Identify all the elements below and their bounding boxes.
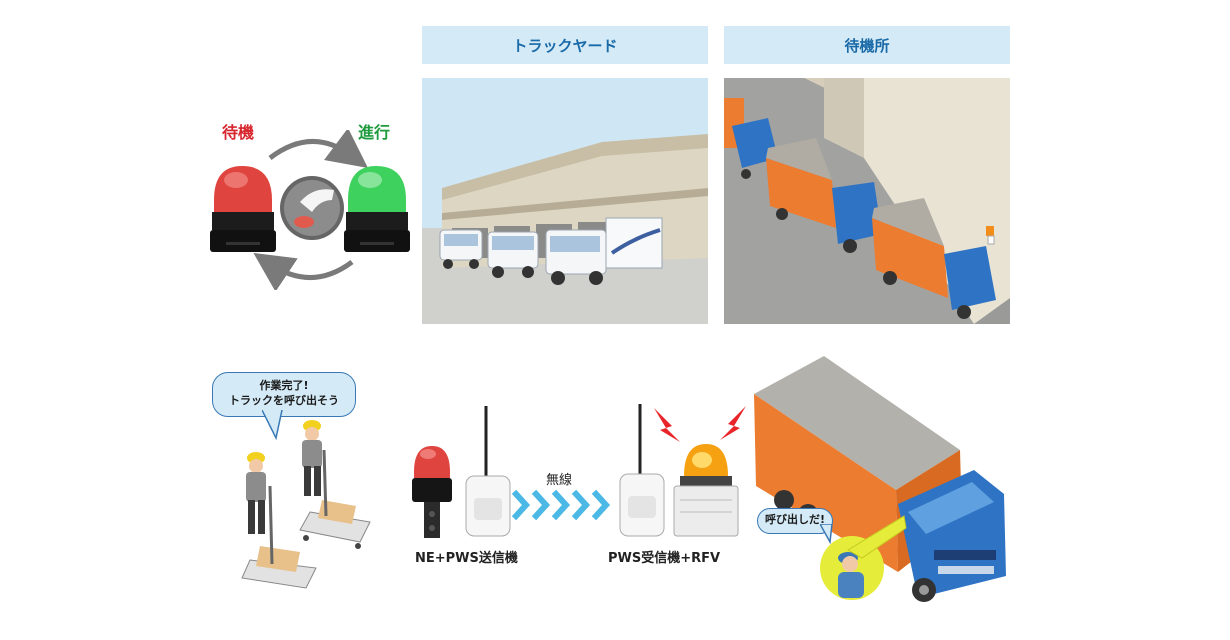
waiting-area-scene (724, 78, 1010, 324)
cart-1 (299, 449, 371, 549)
green-signal-light (344, 166, 410, 252)
worker-bubble-line1: 作業完了! (259, 379, 309, 392)
receiver-device (619, 404, 746, 537)
truck-yard-scene (422, 78, 708, 324)
wireless-signal-arrows (512, 489, 611, 521)
wireless-label: 無線 (546, 473, 573, 488)
red-signal-light (210, 166, 276, 252)
cycle-arrow-back (253, 252, 354, 290)
worker-2 (246, 452, 266, 534)
worker-speech-bubble: 作業完了! トラックを呼び出そう (212, 372, 356, 417)
driver-bubble-tail (820, 524, 833, 544)
workers-with-carts-illustration (241, 420, 371, 589)
header-waiting-area: 待機所 (724, 26, 1010, 64)
white-truck-1 (439, 229, 483, 269)
driver-speech-bubble: 呼び出しだ! (757, 508, 833, 534)
worker-1 (302, 420, 322, 496)
state-cycle-graphic (210, 130, 410, 290)
large-truck-illustration (754, 356, 1006, 602)
white-truck-3 (545, 217, 663, 285)
worker-bubble-line2: トラックを呼び出そう (229, 394, 339, 407)
transmitter-caption: NE+PWS送信機 (415, 551, 518, 566)
cart-2 (241, 485, 317, 589)
waiting-truck-3 (872, 198, 996, 319)
worker-bubble-tail (262, 410, 283, 440)
driver-bubble-text: 呼び出しだ! (764, 513, 826, 526)
receiver-caption: PWS受信機+RFV (608, 551, 721, 566)
waiting-truck-2 (766, 138, 882, 253)
standby-label: 待機 (222, 123, 255, 142)
driver-call-arrow (847, 515, 907, 559)
header-truck-yard: トラックヤード (422, 26, 708, 64)
button-press-illustration (280, 176, 344, 240)
transmitter-device (412, 406, 511, 538)
white-truck-2 (487, 231, 539, 278)
cycle-arrow-forward (268, 130, 369, 168)
